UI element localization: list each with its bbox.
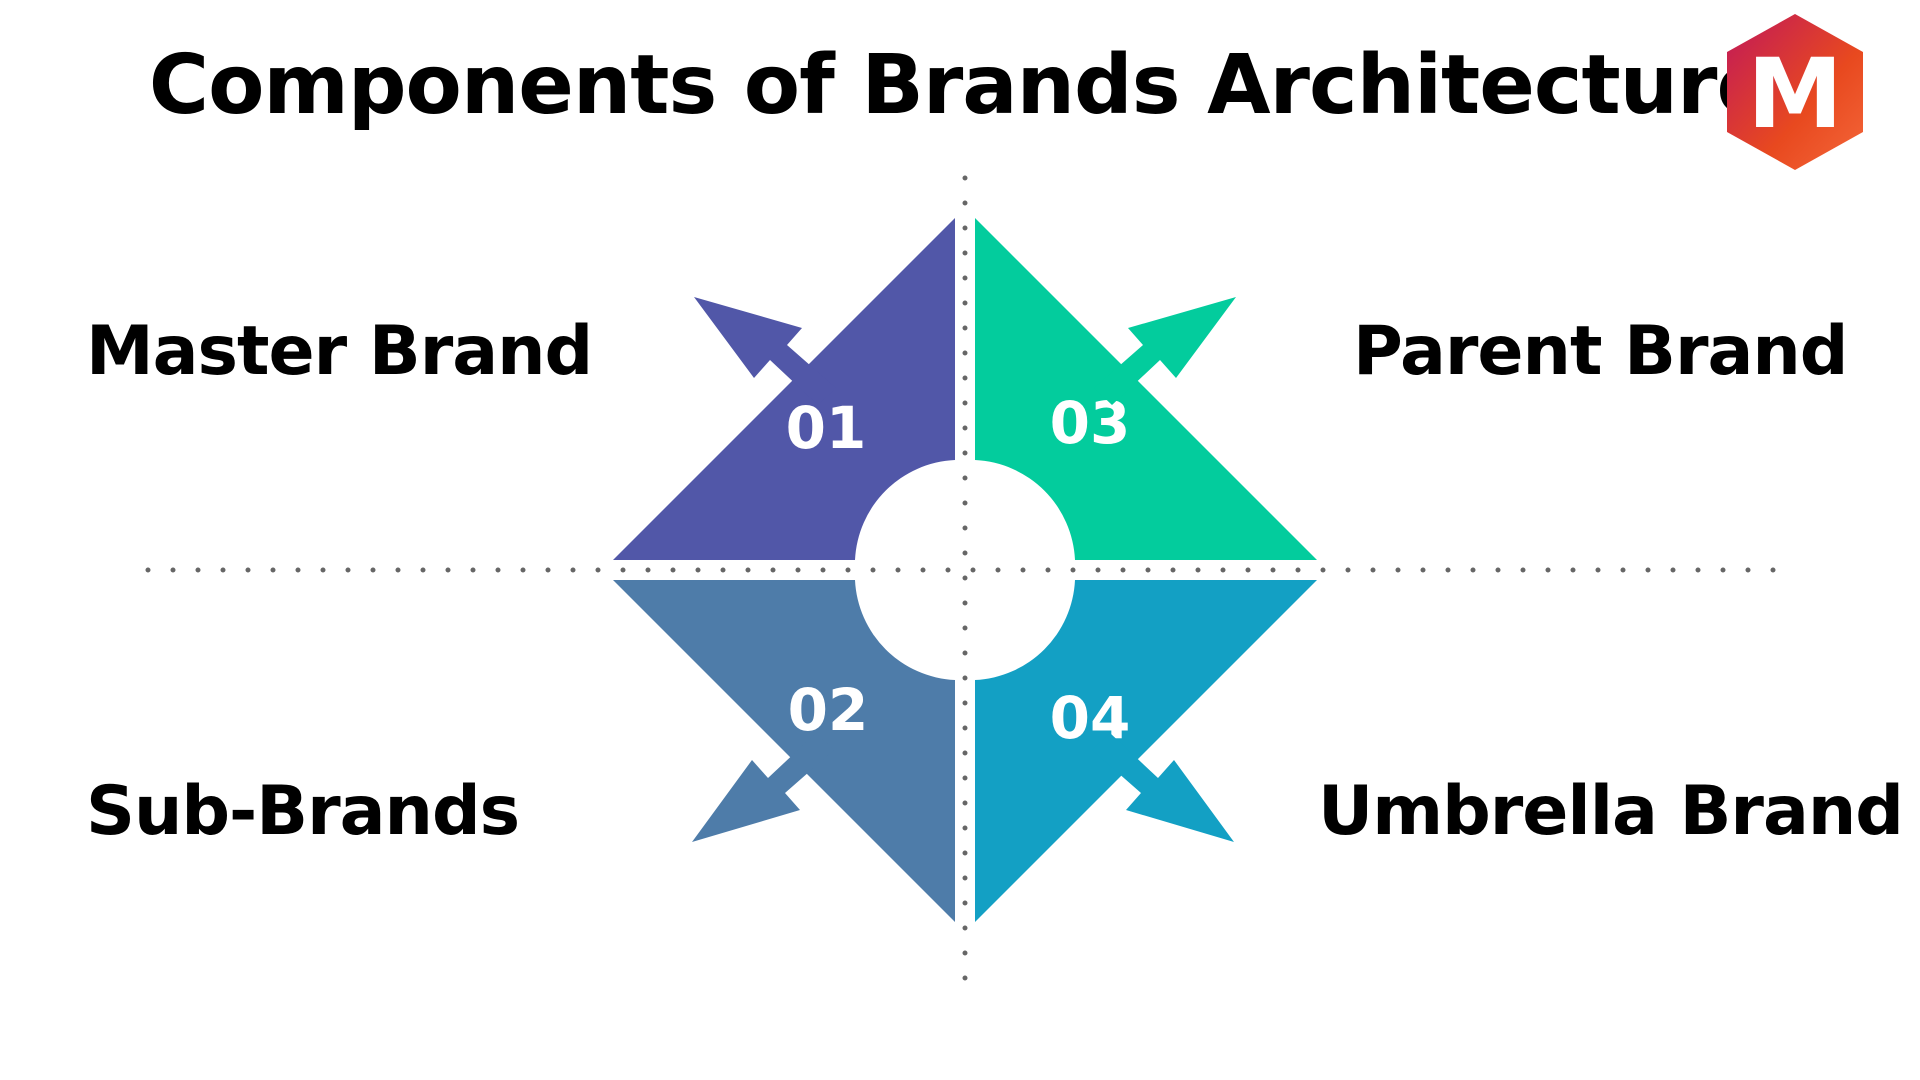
label-sub-brands: Sub-Brands [86, 772, 520, 851]
arrowhead-04 [1092, 733, 1234, 842]
number-01: 01 [786, 394, 867, 462]
label-umbrella-brand: Umbrella Brand [1318, 772, 1904, 851]
component-04: 04 [975, 580, 1317, 922]
arrowhead-02 [692, 733, 834, 842]
arrow-quadrant-01 [613, 218, 955, 560]
arrowhead-03 [1094, 297, 1236, 405]
logo-icon: M [1727, 14, 1863, 170]
component-03: 03 [975, 218, 1317, 560]
number-02: 02 [788, 676, 869, 744]
arrowhead-01 [694, 297, 836, 405]
arrow-quadrant-02 [613, 580, 955, 922]
arrow-quadrant-03 [975, 218, 1317, 560]
number-03: 03 [1050, 389, 1131, 457]
arrow-quadrant-04 [975, 580, 1317, 922]
label-master-brand: Master Brand [86, 312, 593, 391]
component-02: 02 [613, 580, 955, 922]
logo-letter: M [1747, 38, 1843, 150]
page-title: Components of Brands Architecture [148, 38, 1772, 133]
label-parent-brand: Parent Brand [1353, 312, 1848, 391]
logo-hexagon [1727, 14, 1863, 170]
component-01: 01 [613, 218, 955, 560]
